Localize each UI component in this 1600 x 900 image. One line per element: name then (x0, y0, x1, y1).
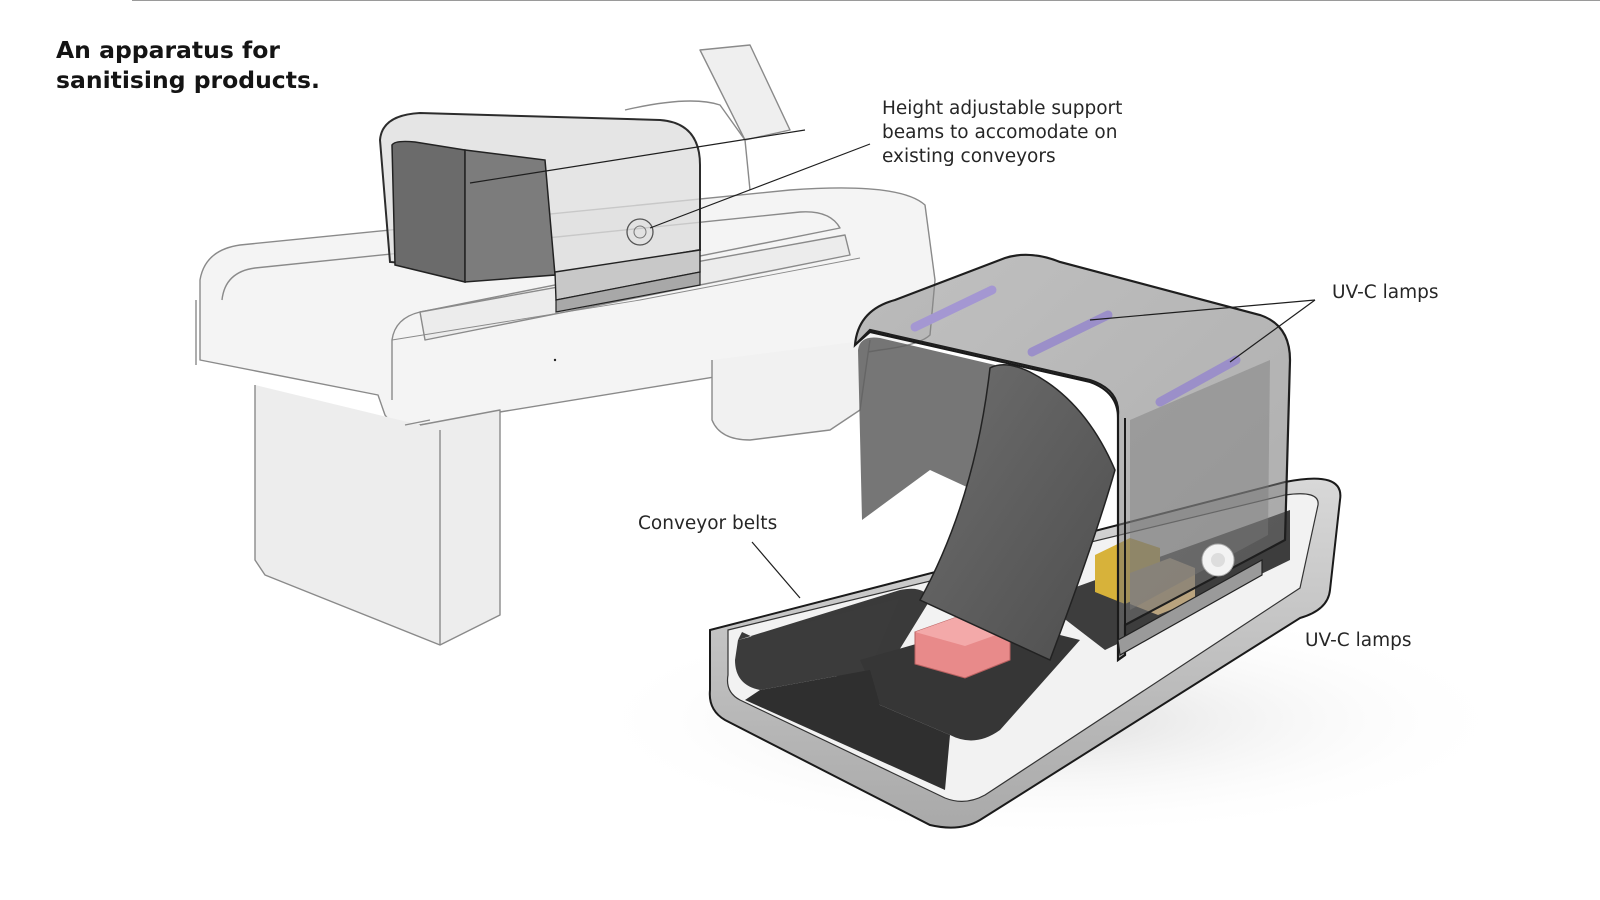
title-line-2: sanitising products. (56, 66, 320, 94)
sketch-dot (553, 358, 557, 362)
callout-height-line-1: Height adjustable support (882, 98, 1123, 119)
render-knob (1201, 543, 1235, 577)
callout-uvc-lamps-top: UV-C lamps (1332, 282, 1439, 303)
render-uvc-lamps (910, 285, 1241, 407)
leader-height-beams-2 (469, 129, 806, 184)
leader-lines (469, 129, 1316, 599)
callout-height-line-2: beams to accomodate on (882, 122, 1118, 143)
render-rubber-flap (918, 364, 1116, 662)
callout-uvc-lamps-bottom: UV-C lamps (1305, 630, 1412, 651)
title-line-1: An apparatus for (56, 36, 280, 64)
leader-uvc-lamp-2 (1229, 299, 1316, 363)
render-enclosure (853, 253, 1292, 663)
page-title: An apparatus for sanitising products. (56, 35, 476, 95)
leader-height-beams (649, 143, 871, 229)
leader-conveyor (751, 541, 801, 599)
callout-height-adjustable-beams: Height adjustable support beams to accom… (882, 97, 1122, 169)
callout-height-line-3: existing conveyors (882, 146, 1056, 167)
sketch-enclosure (378, 111, 701, 313)
callout-conveyor-belts: Conveyor belts (638, 513, 778, 534)
leader-uvc-lamp-1 (1089, 299, 1316, 321)
top-border-line (132, 0, 1600, 1)
